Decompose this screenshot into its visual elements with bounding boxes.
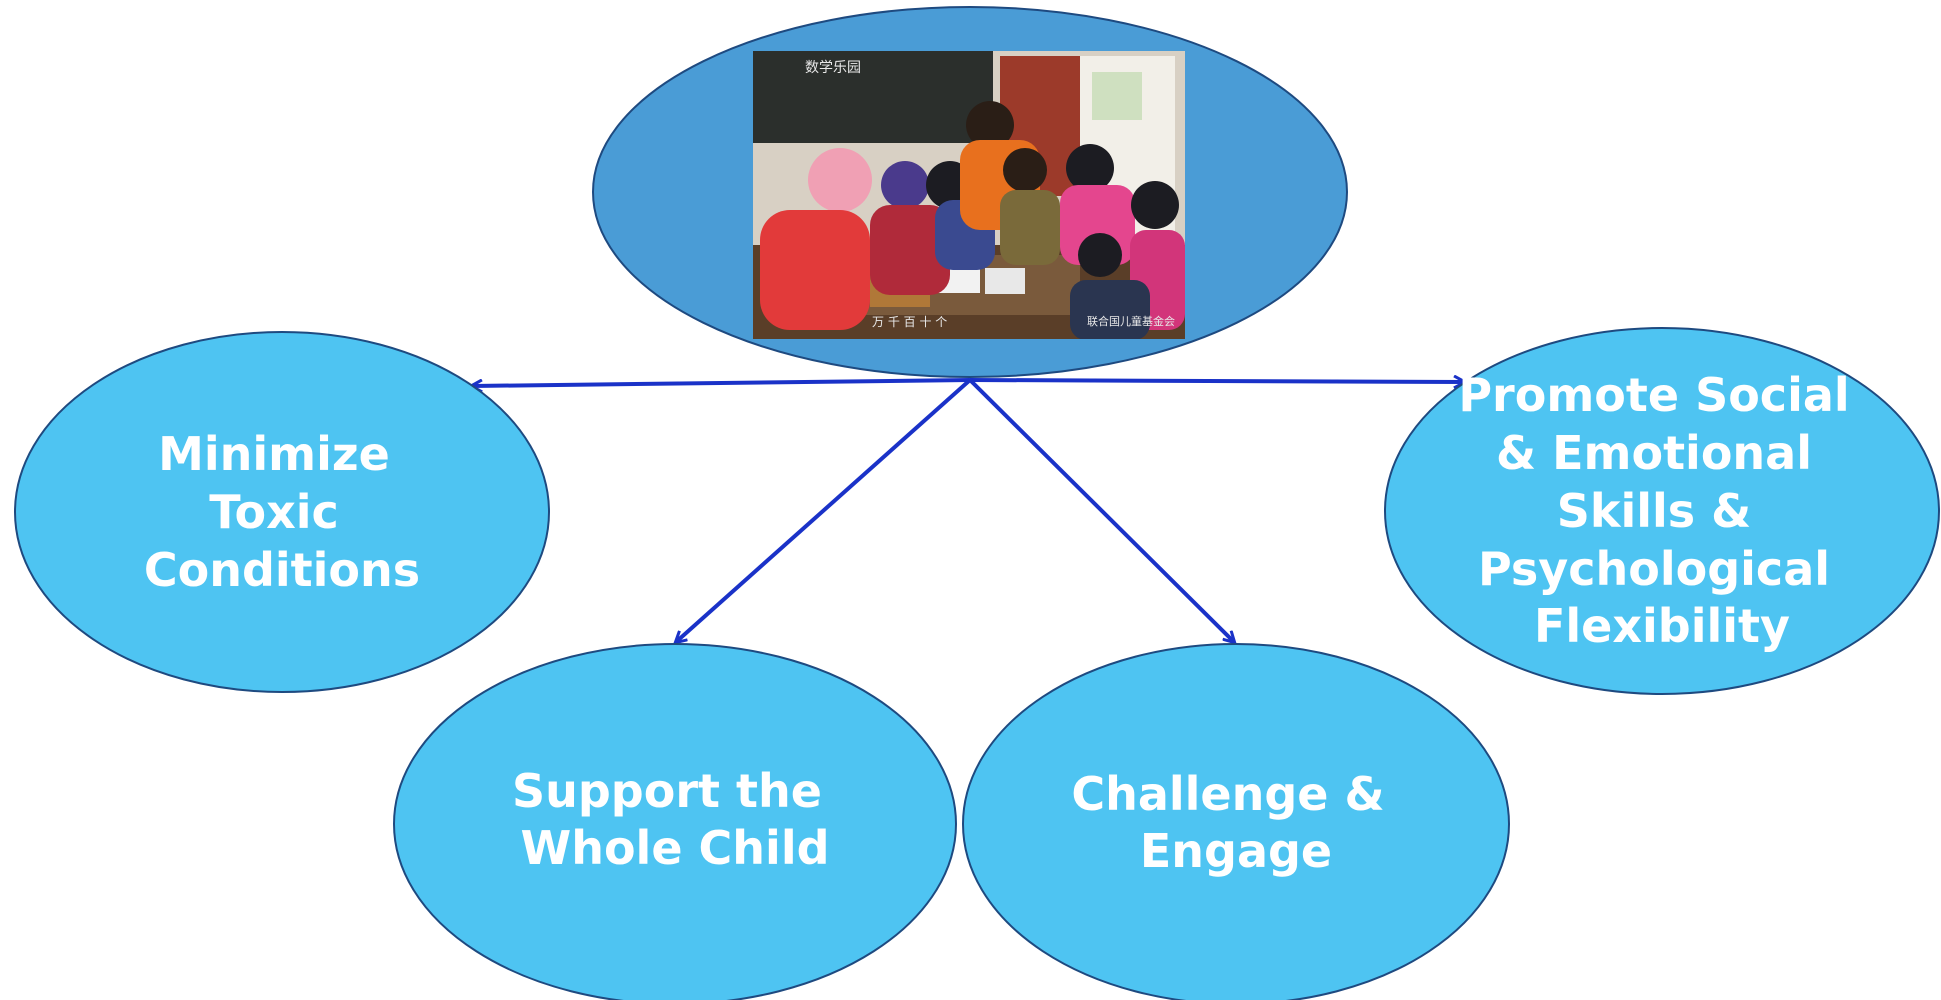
photo-counter-text: 万 千 百 十 个 [872,315,947,329]
node-support-line2: Whole Child [520,821,829,875]
node-minimize-label: Minimize Toxic Conditions [144,427,420,597]
arrow-to-challenge [968,378,1234,642]
node-promote-line3: Skills & [1557,484,1752,538]
connector-arrows [472,380,1464,642]
node-promote-line1: Promote Social [1458,368,1849,422]
node-challenge-line2: Engage [1140,824,1332,878]
node-support-ellipse [393,643,957,1000]
node-minimize: Minimize Toxic Conditions [14,331,550,693]
node-support-line1: Support the [512,764,822,818]
node-promote-line4: Psychological [1478,542,1830,596]
node-challenge-label: Challenge & Engage [1071,767,1400,878]
node-minimize-line1: Minimize [158,427,390,481]
arrow-to-minimize [472,378,971,386]
node-promote: Promote Social & Emotional Skills & Psyc… [1384,327,1940,695]
node-promote-label: Promote Social & Emotional Skills & Psyc… [1458,368,1865,653]
classroom-photo: 数学乐园 万 千 百 十 个 联合国儿童基金会 [753,51,1185,339]
node-promote-ellipse [1384,327,1940,695]
node-promote-line5: Flexibility [1534,599,1790,653]
node-support-label: Support the Whole Child [512,764,838,875]
node-promote-line2: & Emotional [1496,426,1812,480]
arrow-to-promote [969,380,1464,382]
node-challenge-line1: Challenge & [1071,767,1384,821]
photo-caption: 联合国儿童基金会 [1087,314,1175,328]
node-minimize-line3: Conditions [144,543,420,597]
node-challenge: Challenge & Engage [962,643,1510,1000]
node-minimize-ellipse [14,331,550,693]
arrow-to-support [676,378,972,642]
node-minimize-line2: Toxic [209,485,339,539]
node-support: Support the Whole Child [393,643,957,1000]
node-challenge-ellipse [962,643,1510,1000]
photo-board-text: 数学乐园 [805,60,861,76]
